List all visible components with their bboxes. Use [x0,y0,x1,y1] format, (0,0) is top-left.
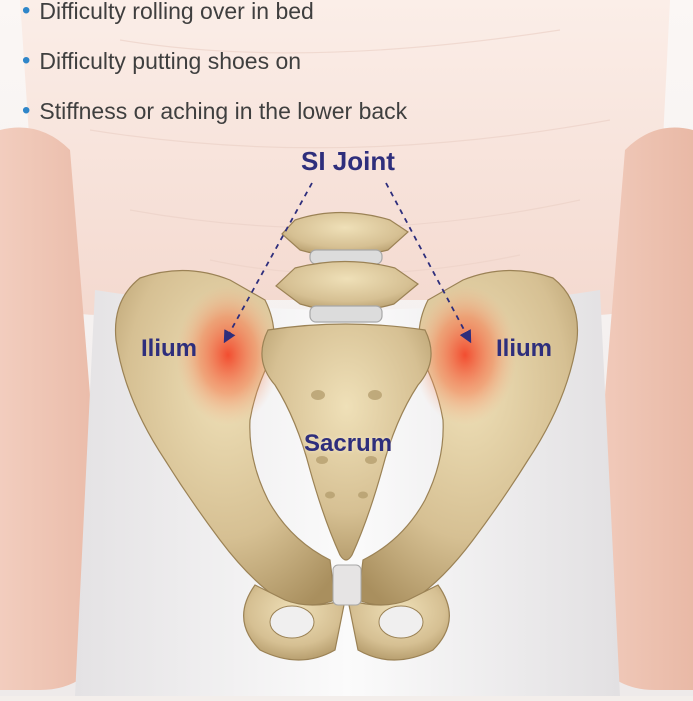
symptom-item: • Difficulty rolling over in bed [22,0,407,36]
bullet-dot-icon: • [22,49,30,73]
sacrum-label: Sacrum [304,430,392,458]
si-joint-label: SI Joint [301,146,395,177]
symptom-item: • Stiffness or aching in the lower back [22,86,407,136]
ilium-right-label: Ilium [496,335,552,363]
bullet-dot-icon: • [22,0,30,23]
ilium-left-label: Ilium [141,335,197,363]
symptom-text: Difficulty rolling over in bed [39,0,313,25]
symptom-item: • Difficulty putting shoes on [22,36,407,86]
symptom-text: Stiffness or aching in the lower back [39,98,407,125]
symptom-list: • Difficulty rolling over in bed • Difficu… [22,0,407,136]
symptom-text: Difficulty putting shoes on [39,48,301,75]
pubic-symphysis [333,565,361,605]
bullet-dot-icon: • [22,99,30,123]
